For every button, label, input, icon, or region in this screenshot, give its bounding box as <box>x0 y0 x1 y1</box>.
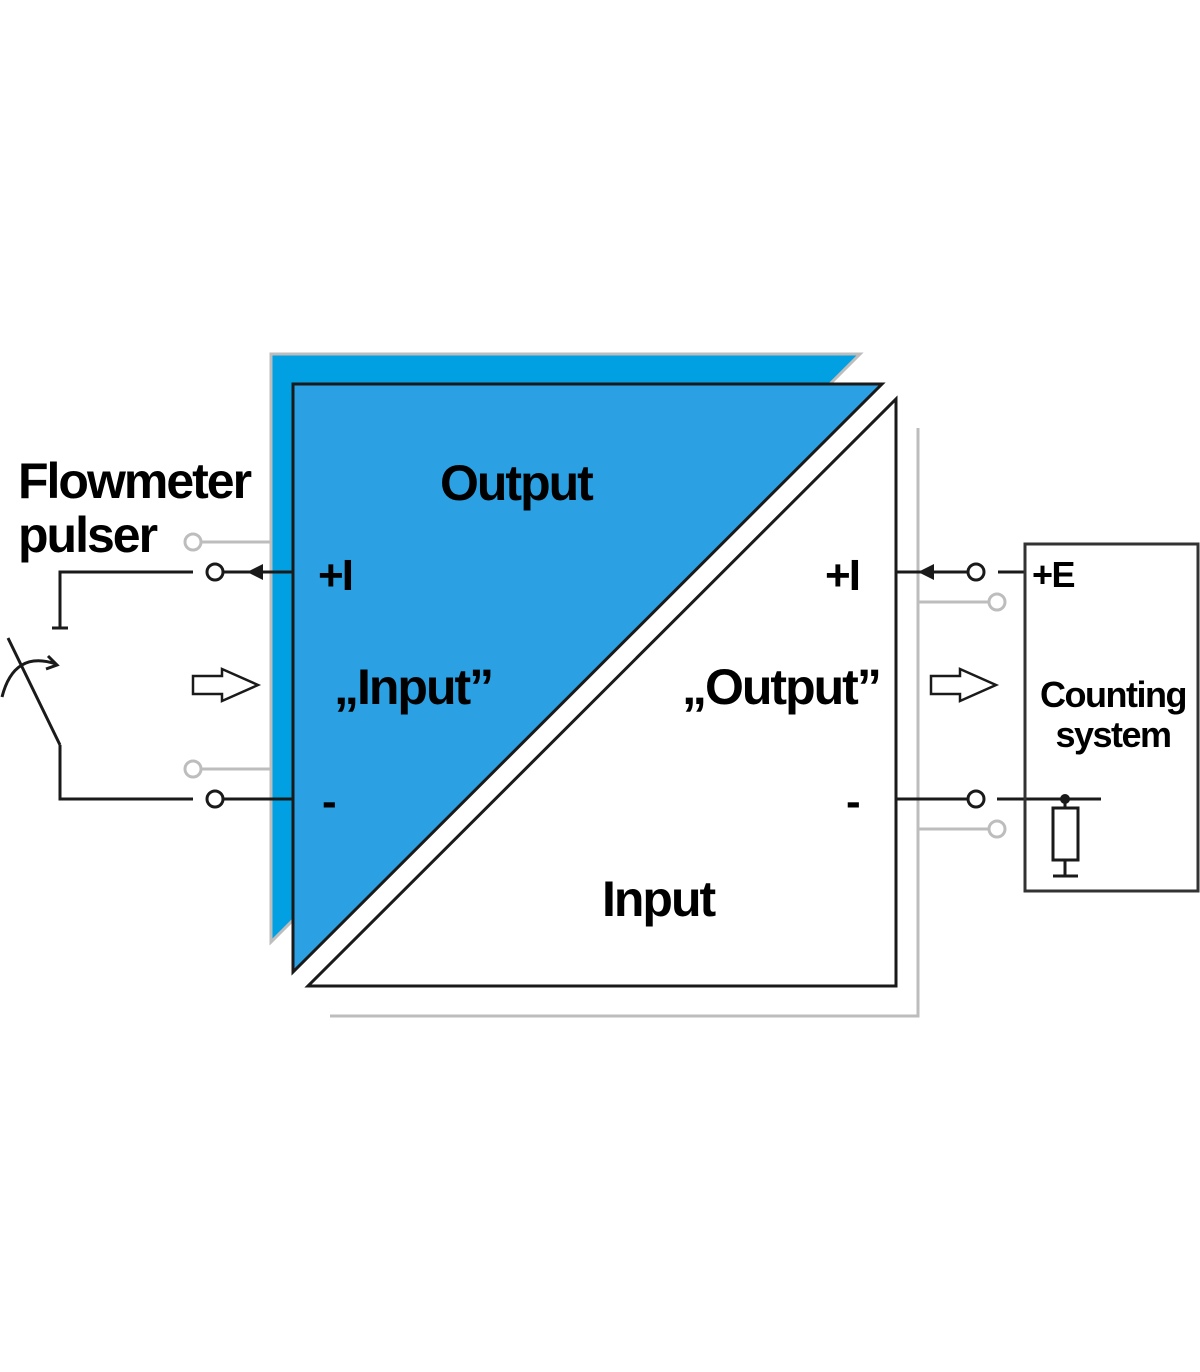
input-label: Input <box>602 871 716 927</box>
front-output-triangle <box>291 382 886 976</box>
quoted-output-label: „Output” <box>682 659 882 715</box>
hollow-arrow-icon <box>191 667 262 703</box>
counter-plus-label: +E <box>1032 554 1076 595</box>
rear-input-outline <box>330 428 920 1018</box>
quoted-input-label: „Input” <box>334 659 494 715</box>
contact-switch-icon <box>0 570 193 801</box>
counter-label-line1: Counting <box>1040 674 1187 715</box>
terminal-circle-icon <box>205 562 225 582</box>
terminal-circle-icon <box>205 789 225 809</box>
left-plus-terminal-label: +I <box>318 551 354 600</box>
counting-system-box <box>1023 542 1200 893</box>
counter-label-line2: system <box>1055 714 1172 755</box>
right-plus-terminal-label: +I <box>825 551 861 600</box>
terminal-circle-icon <box>966 789 986 809</box>
terminal-circle-icon <box>183 532 203 552</box>
resistor-icon <box>1051 794 1080 878</box>
right-minus-terminal-label: - <box>846 777 861 826</box>
source-label-line2: pulser <box>18 507 158 563</box>
left-minus-terminal-label: - <box>322 777 337 826</box>
terminal-circle-icon <box>966 562 986 582</box>
output-label: Output <box>440 455 594 511</box>
filled-arrow-icon <box>918 564 934 580</box>
terminal-circle-icon <box>183 759 203 779</box>
front-input-triangle <box>304 395 898 988</box>
source-label-line1: Flowmeter <box>18 453 252 509</box>
terminal-circle-icon <box>987 819 1007 839</box>
filled-arrow-icon <box>247 564 263 580</box>
hollow-arrow-icon <box>929 667 1000 703</box>
terminal-circle-icon <box>987 592 1007 612</box>
